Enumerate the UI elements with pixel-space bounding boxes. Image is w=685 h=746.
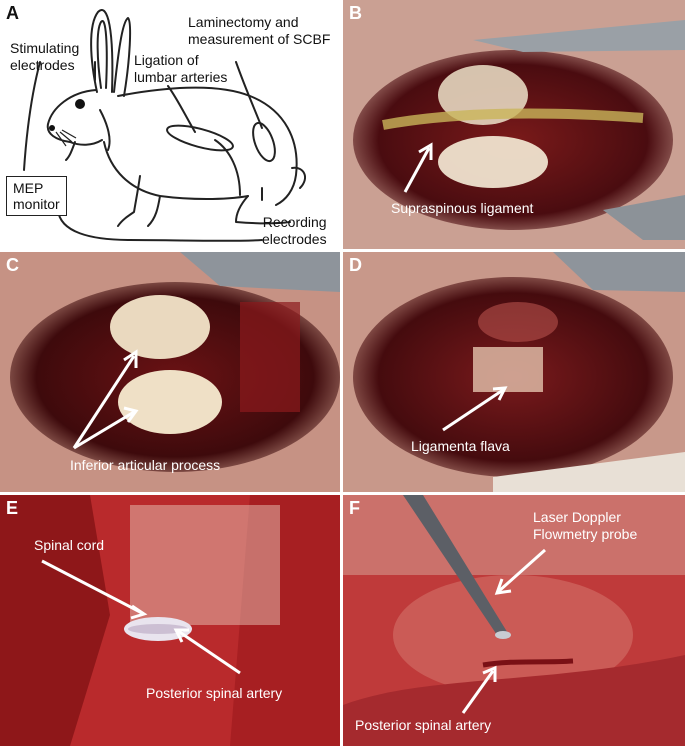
rabbit-schematic bbox=[23, 9, 307, 242]
arrows-inferior-articular bbox=[72, 349, 139, 450]
caption-posterior-spinal-artery-f: Posterior spinal artery bbox=[355, 717, 492, 733]
arrow-ligamenta-flava bbox=[442, 386, 508, 432]
caption-inferior-articular-process: Inferior articular process bbox=[70, 457, 221, 473]
caption-spinal-cord: Spinal cord bbox=[34, 537, 105, 553]
laminectomy-label: Laminectomy and measurement of SCBF bbox=[188, 14, 331, 47]
panel-d-photo: D Ligamenta flava bbox=[343, 252, 685, 492]
surgical-photo-e bbox=[0, 495, 340, 746]
panel-label-d: D bbox=[349, 255, 362, 275]
panel-a-schematic: A Stimulating electrodes Ligation of lum… bbox=[0, 0, 340, 249]
arrow-supraspinous bbox=[403, 142, 433, 193]
ligation-label: Ligation of lumbar arteries bbox=[134, 52, 228, 85]
stimulating-electrodes-label: Stimulating electrodes bbox=[10, 40, 80, 73]
recording-electrodes-label: Recording electrodes bbox=[262, 214, 327, 247]
panel-label-e: E bbox=[6, 498, 19, 518]
surgical-photo-d bbox=[343, 252, 685, 492]
arrows-probe-artery bbox=[461, 548, 546, 714]
caption-supraspinous-ligament: Supraspinous ligament bbox=[391, 200, 534, 216]
panel-e-photo: E Spinal cord Posterior spinal artery bbox=[0, 495, 340, 746]
panel-label-c: C bbox=[6, 255, 19, 275]
caption-posterior-spinal-artery-e: Posterior spinal artery bbox=[146, 685, 283, 701]
panel-f-photo: F Laser Doppler Flowmetry probe Posterio… bbox=[343, 495, 685, 746]
panel-c-photo: C Inferior articular process bbox=[0, 252, 340, 492]
caption-laser-doppler-probe: Laser Doppler Flowmetry probe bbox=[533, 509, 638, 542]
panel-label-b: B bbox=[349, 3, 362, 23]
mep-monitor-box: MEP monitor bbox=[6, 176, 67, 216]
arrows-spinal-cord-artery bbox=[41, 559, 241, 675]
surgical-photo-f bbox=[343, 495, 685, 746]
surgical-photo-c bbox=[0, 252, 340, 492]
caption-ligamenta-flava: Ligamenta flava bbox=[411, 438, 510, 454]
panel-label-a: A bbox=[6, 3, 19, 23]
panel-b-photo: B Supraspinous ligament bbox=[343, 0, 685, 249]
panel-label-f: F bbox=[349, 498, 360, 518]
surgical-photo-b bbox=[343, 0, 685, 249]
